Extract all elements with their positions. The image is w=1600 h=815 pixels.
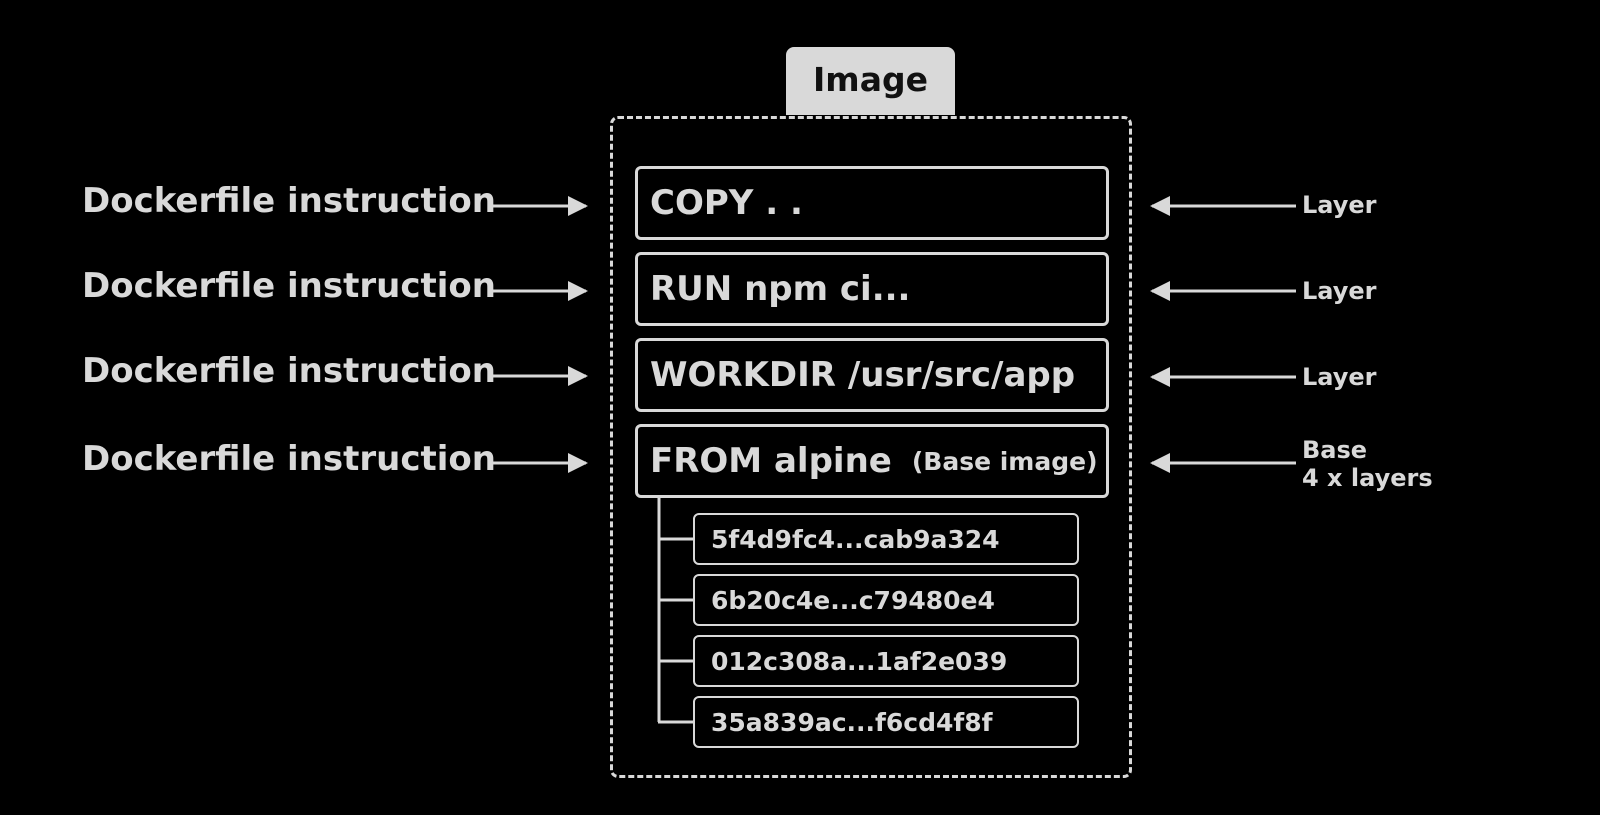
base-label: Base 4 x layers xyxy=(1302,436,1433,492)
base-label-line1: Base xyxy=(1302,436,1368,464)
base-label-line2: 4 x layers xyxy=(1302,464,1433,492)
base-layer-hash: 35a839ac...f6cd4f8f xyxy=(693,696,1079,748)
layer-copy: COPY . . xyxy=(635,166,1109,240)
layer-command: WORKDIR /usr/src/app xyxy=(650,355,1076,395)
instruction-label: Dockerfile instruction xyxy=(82,266,496,306)
base-image-note: (Base image) xyxy=(911,446,1098,476)
hash-label: 5f4d9fc4...cab9a324 xyxy=(711,524,1000,554)
layer-label: Layer xyxy=(1302,363,1377,391)
layer-label: Layer xyxy=(1302,277,1377,305)
layer-run: RUN npm ci... xyxy=(635,252,1109,326)
layer-command: FROM alpine xyxy=(650,441,892,481)
layer-label: Layer xyxy=(1302,191,1377,219)
image-tab: Image xyxy=(786,47,955,115)
hash-label: 012c308a...1af2e039 xyxy=(711,646,1008,676)
instruction-label: Dockerfile instruction xyxy=(82,181,496,221)
instruction-label: Dockerfile instruction xyxy=(82,439,496,479)
instruction-label: Dockerfile instruction xyxy=(82,351,496,391)
layer-command: COPY . . xyxy=(650,183,803,223)
layer-workdir: WORKDIR /usr/src/app xyxy=(635,338,1109,412)
image-tab-label: Image xyxy=(813,60,928,99)
layer-from: FROM alpine (Base image) xyxy=(635,424,1109,498)
hash-label: 6b20c4e...c79480e4 xyxy=(711,585,995,615)
image-container xyxy=(610,116,1132,778)
base-layer-hash: 6b20c4e...c79480e4 xyxy=(693,574,1079,626)
layer-command: RUN npm ci... xyxy=(650,269,911,309)
hash-label: 35a839ac...f6cd4f8f xyxy=(711,707,993,737)
base-layer-hash: 012c308a...1af2e039 xyxy=(693,635,1079,687)
base-layer-hash: 5f4d9fc4...cab9a324 xyxy=(693,513,1079,565)
